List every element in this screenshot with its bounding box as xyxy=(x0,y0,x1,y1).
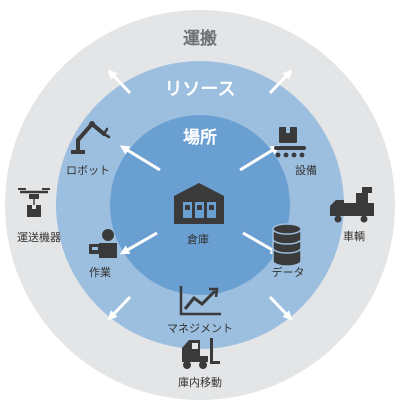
arrow-inner-nw xyxy=(119,145,161,172)
inner-arrows xyxy=(119,145,281,255)
arrow-outer-se xyxy=(268,295,293,321)
arrow-inner-sw xyxy=(119,231,158,255)
arrow-inner-se xyxy=(242,231,281,255)
work-label: 作業 xyxy=(89,266,111,279)
conveyor-box-icon xyxy=(274,127,306,158)
database-icon xyxy=(272,223,302,267)
inner-ring-label: 場所 xyxy=(183,128,217,148)
line-chart-icon xyxy=(179,286,221,316)
warehouse-icon xyxy=(174,183,224,224)
robot-label: ロボット xyxy=(66,164,110,177)
arrow-inner-ne xyxy=(239,145,281,172)
equipment-label: 設備 xyxy=(295,163,317,177)
in-warehouse-label: 庫内移動 xyxy=(178,375,222,389)
robot-arm-icon xyxy=(71,121,111,154)
management-label: マネジメント xyxy=(167,322,233,335)
arrow-outer-sw xyxy=(107,295,132,321)
transport-label: 運送機器 xyxy=(17,230,61,244)
arrow-outer-ne xyxy=(268,69,293,95)
outer-arrows xyxy=(107,69,293,321)
middle-ring-label: リソース xyxy=(164,79,235,100)
center-label: 倉庫 xyxy=(187,232,209,246)
truck-icon xyxy=(330,187,374,223)
forklift-icon xyxy=(182,338,220,369)
worker-icon xyxy=(89,229,117,258)
outer-ring-label: 運搬 xyxy=(183,28,217,49)
vehicle-label: 車輌 xyxy=(343,229,365,243)
drone-icon xyxy=(18,188,50,217)
arrow-outer-nw xyxy=(107,69,132,95)
data-label: データ xyxy=(272,265,305,279)
